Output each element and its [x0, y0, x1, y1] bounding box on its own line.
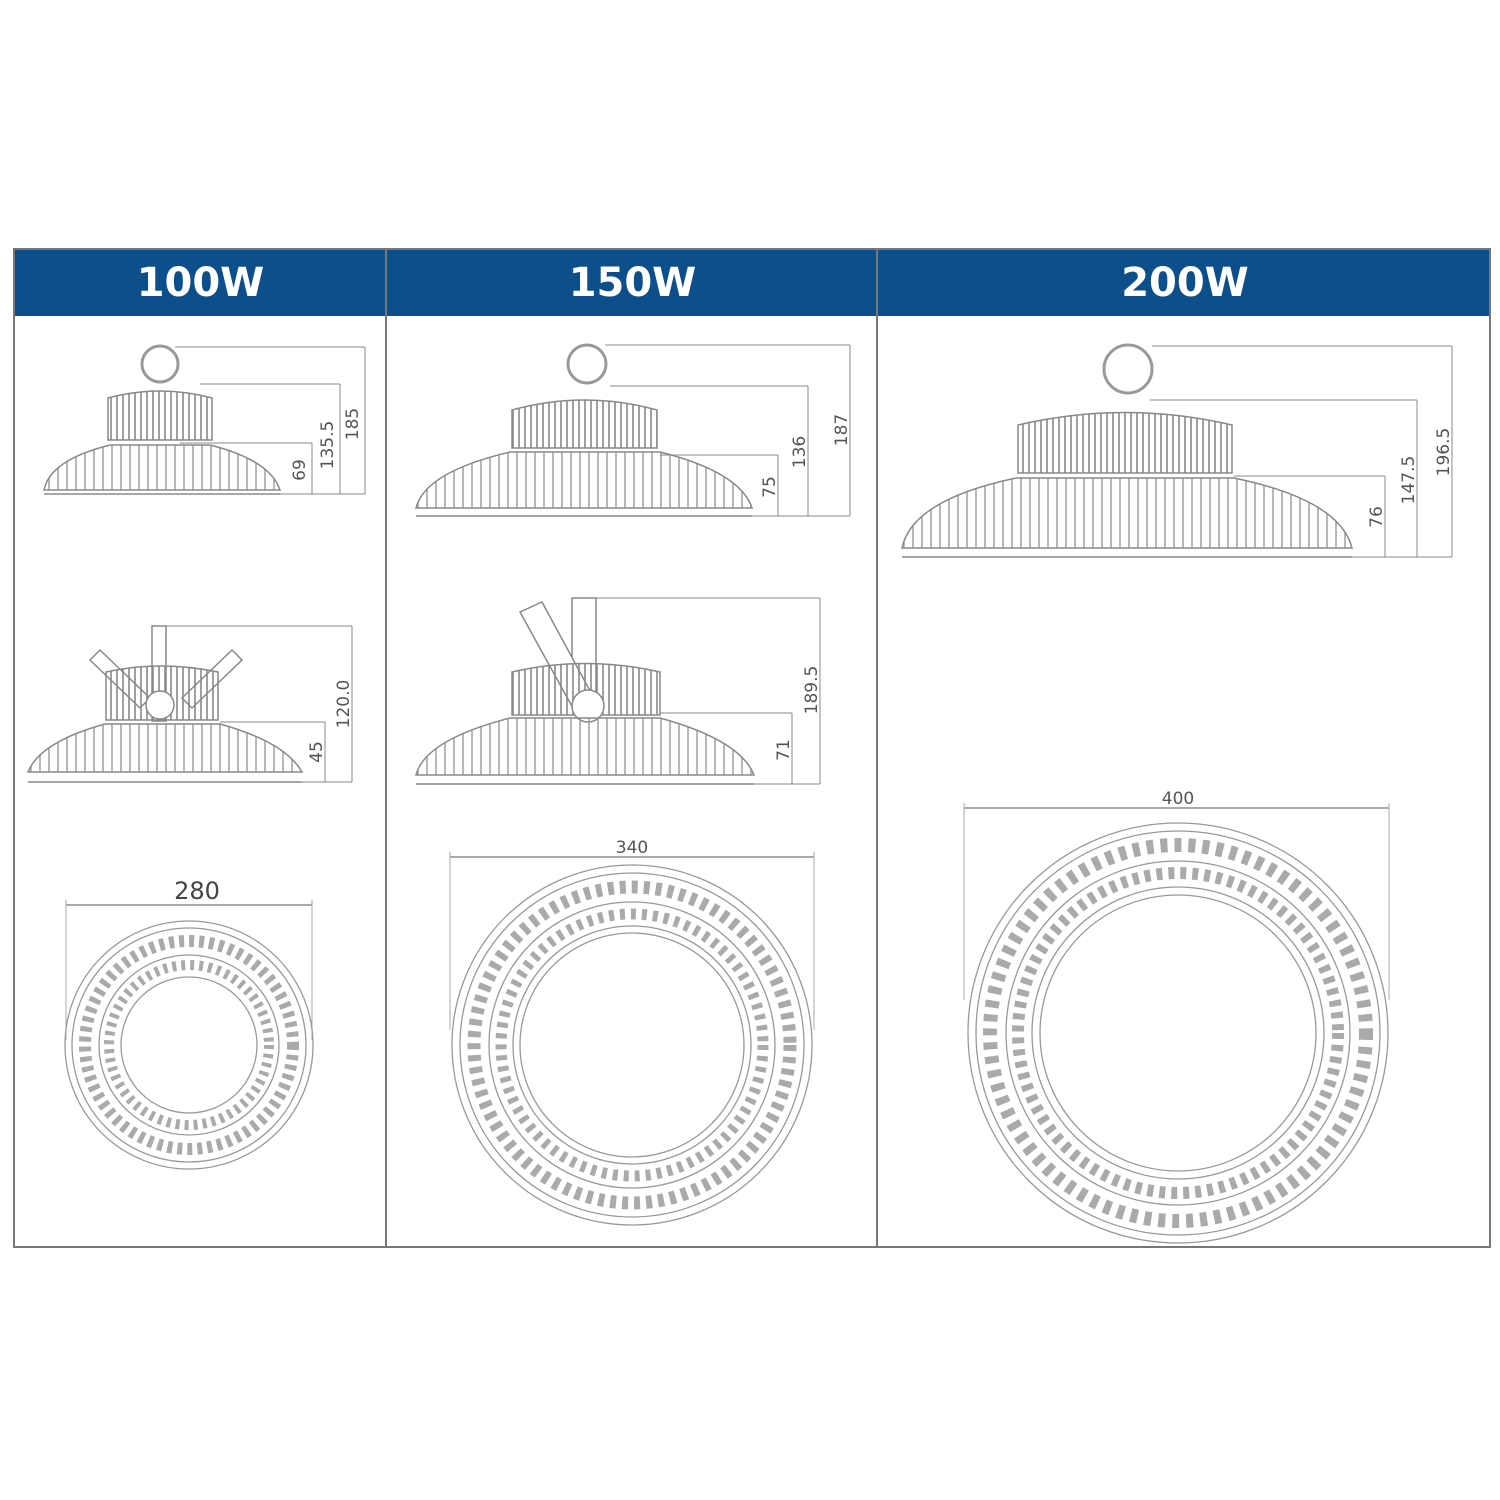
dim-bracket-150w-2: 189.5 [802, 666, 822, 715]
lamp-bracket-view-150w [415, 597, 821, 785]
lamp-bottom-view-200w [963, 803, 1390, 1244]
dim-side-150w-2: 136 [790, 436, 810, 468]
lamp-side-view-200w [901, 343, 1453, 558]
column-divider [385, 250, 387, 1246]
lamp-side-view-100w [43, 344, 366, 495]
dim-side-100w-1: 69 [290, 459, 310, 481]
lamp-bracket-view-100w [26, 625, 353, 783]
dim-side-150w-3: 187 [832, 414, 852, 446]
lamp-bottom-view-100w [64, 900, 314, 1170]
dim-side-150w-1: 75 [760, 476, 780, 498]
header-100w: 100W [136, 260, 265, 306]
dim-bracket-100w-2: 120.0 [334, 680, 354, 729]
column-divider [876, 250, 878, 1246]
dim-side-200w-1: 76 [1367, 506, 1387, 528]
dim-diameter-100w: 280 [174, 877, 220, 905]
header-200w: 200W [1121, 260, 1249, 306]
header-row: 100W 150W 200W [15, 250, 1489, 316]
dim-side-200w-3: 196.5 [1434, 428, 1454, 477]
dim-bracket-150w-1: 71 [774, 739, 794, 761]
dim-diameter-150w: 340 [616, 838, 648, 858]
header-150w: 150W [568, 260, 697, 306]
lamp-bottom-view-150w [449, 852, 815, 1226]
dim-side-200w-2: 147.5 [1399, 456, 1419, 505]
dim-side-100w-2: 135.5 [318, 421, 338, 470]
dim-diameter-200w: 400 [1162, 789, 1194, 809]
dim-side-100w-3: 185 [343, 408, 363, 440]
spec-table: 100W 150W 200W [13, 248, 1491, 1248]
dim-bracket-100w-1: 45 [307, 741, 327, 763]
lamp-side-view-150w [415, 343, 851, 517]
